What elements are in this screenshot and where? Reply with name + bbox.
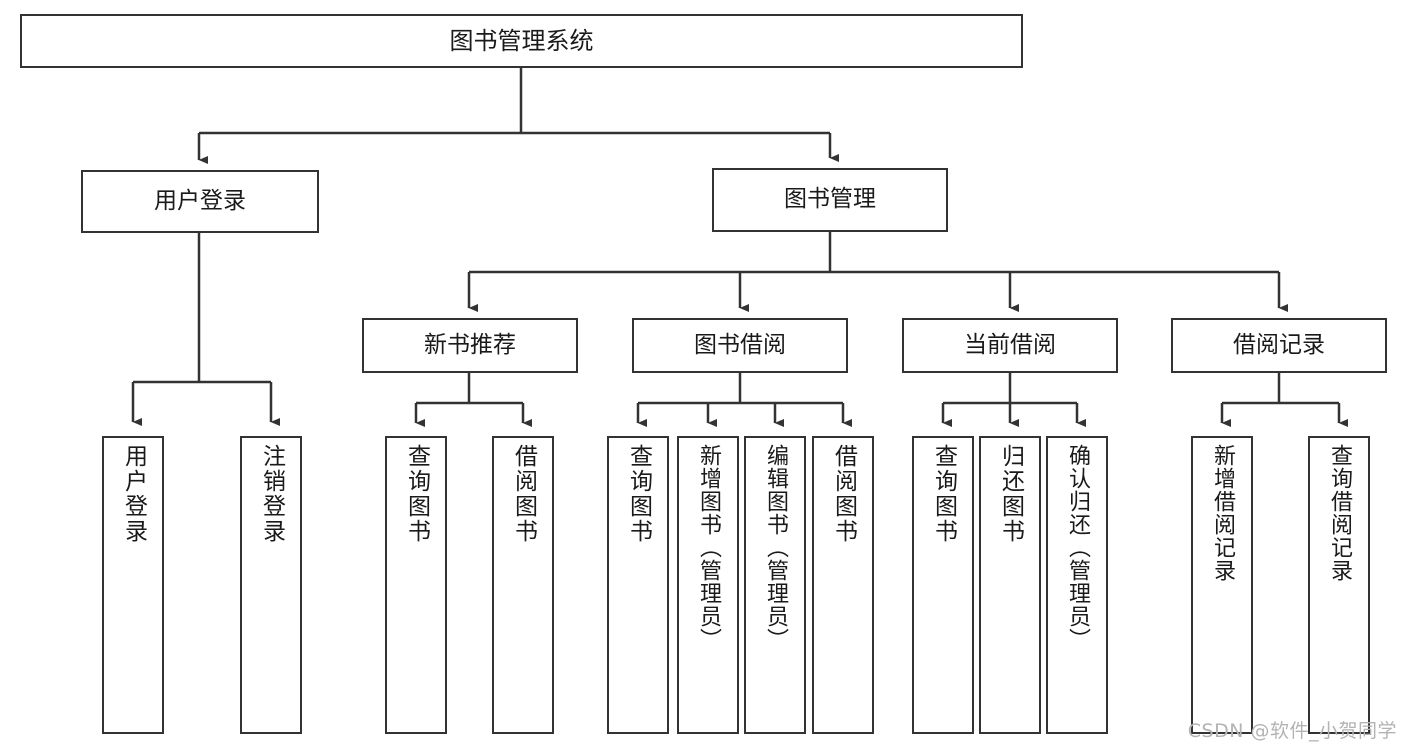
node-label: 查询图书	[403, 444, 430, 544]
node-user-login[interactable]: 用户登录	[81, 170, 319, 233]
node-label: 确认归还（管理员）	[1065, 444, 1090, 651]
edge-root-to-level2	[197, 68, 840, 165]
node-label: 查询借阅记录	[1327, 444, 1352, 582]
node-leaf-user-login[interactable]: 用户登录	[102, 436, 164, 734]
node-leaf-add-borrow-record[interactable]: 新增借阅记录	[1191, 436, 1253, 734]
node-borrow-record[interactable]: 借阅记录	[1171, 318, 1387, 373]
node-label: 新增借阅记录	[1210, 444, 1235, 582]
node-label: 查询图书	[625, 444, 652, 544]
node-label: 注销登录	[258, 444, 285, 544]
node-leaf-query-book-borrow[interactable]: 查询图书	[607, 436, 669, 734]
node-label: 图书管理	[784, 186, 876, 213]
node-leaf-confirm-return-admin[interactable]: 确认归还（管理员）	[1046, 436, 1108, 734]
node-book-borrow[interactable]: 图书借阅	[632, 318, 848, 373]
edge-new-book-to-leaves	[414, 373, 533, 428]
node-book-management[interactable]: 图书管理	[712, 168, 948, 232]
node-label: 借阅图书	[830, 444, 857, 544]
node-leaf-borrow-book-recommend[interactable]: 借阅图书	[492, 436, 554, 734]
node-label: 归还图书	[997, 444, 1024, 544]
csdn-watermark: CSDN @软件_小贺同学	[1187, 720, 1397, 742]
node-label: 借阅记录	[1233, 331, 1325, 358]
node-leaf-return-book[interactable]: 归还图书	[979, 436, 1041, 734]
node-label: 用户登录	[120, 444, 147, 544]
node-label: 查询图书	[930, 444, 957, 544]
node-leaf-add-book-admin[interactable]: 新增图书（管理员）	[677, 436, 739, 734]
edge-book-borrow-to-leaves	[636, 373, 853, 428]
node-leaf-edit-book-admin[interactable]: 编辑图书（管理员）	[744, 436, 806, 734]
node-label: 图书借阅	[694, 331, 786, 358]
node-label: 当前借阅	[964, 331, 1056, 358]
node-leaf-query-book-current[interactable]: 查询图书	[912, 436, 974, 734]
node-leaf-user-logout[interactable]: 注销登录	[240, 436, 302, 734]
node-leaf-borrow-book[interactable]: 借阅图书	[812, 436, 874, 734]
node-new-book-recommend[interactable]: 新书推荐	[362, 318, 578, 373]
node-label: 新书推荐	[424, 331, 516, 358]
node-current-borrow[interactable]: 当前借阅	[902, 318, 1118, 373]
edge-current-borrow-to-leaves	[941, 373, 1087, 428]
node-label: 新增图书（管理员）	[696, 444, 721, 651]
node-label: 编辑图书（管理员）	[763, 444, 788, 651]
edge-borrow-record-to-leaves	[1220, 373, 1349, 428]
node-leaf-query-borrow-record[interactable]: 查询借阅记录	[1308, 436, 1370, 734]
node-label: 图书管理系统	[449, 26, 594, 55]
node-leaf-query-book-recommend[interactable]: 查询图书	[385, 436, 447, 734]
node-label: 借阅图书	[510, 444, 537, 544]
edge-book-manage-to-level3	[467, 232, 1289, 313]
node-label: 用户登录	[154, 187, 246, 214]
edge-user-login-to-leaves	[131, 233, 281, 427]
node-root-book-management-system[interactable]: 图书管理系统	[20, 14, 1023, 68]
